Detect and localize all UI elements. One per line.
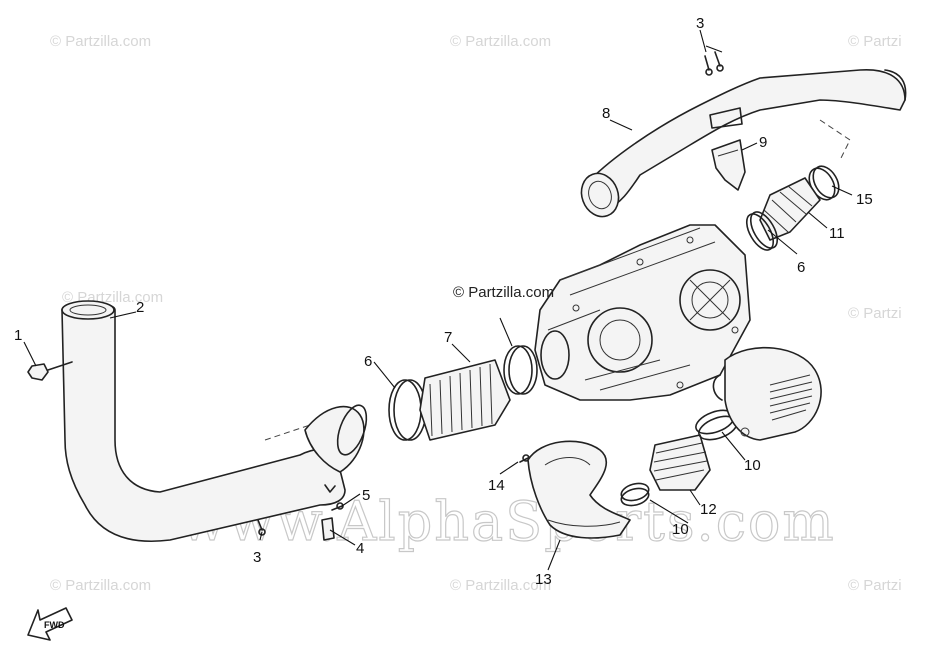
callout-8: 8 xyxy=(602,105,610,122)
middle-boot-assembly xyxy=(388,345,538,441)
callout-3: 3 xyxy=(696,15,704,32)
callouts: 1 2 3 3 4 5 6 6 7 8 9 10 10 11 12 13 14 … xyxy=(14,15,873,588)
upper-boot-assembly xyxy=(745,165,840,251)
callout-9: 9 xyxy=(759,134,767,151)
callout-7: 7 xyxy=(444,329,452,346)
callout-4: 4 xyxy=(356,540,364,557)
leader-lines xyxy=(23,29,853,571)
forward-arrow-icon xyxy=(27,607,73,641)
callout-14: 14 xyxy=(488,477,505,494)
fwd-label: FWD xyxy=(44,620,65,630)
callout-5: 5 xyxy=(362,487,370,504)
callout-6: 6 xyxy=(797,259,805,276)
fasteners xyxy=(27,51,724,541)
callout-13: 13 xyxy=(535,571,552,588)
partzilla-watermark: © Partzilla.com xyxy=(50,33,151,50)
callout-6: 6 xyxy=(364,353,372,370)
forward-direction-marker: FWD xyxy=(27,607,73,641)
nut-icon xyxy=(27,363,49,381)
fan-housing xyxy=(712,346,822,441)
lower-duct xyxy=(527,440,631,539)
callout-2: 2 xyxy=(136,299,144,316)
partzilla-watermark: © Partzi xyxy=(848,305,902,322)
callout-15: 15 xyxy=(856,191,873,208)
callout-10: 10 xyxy=(672,521,689,538)
callout-12: 12 xyxy=(700,501,717,518)
partzilla-watermark: © Partzi xyxy=(848,577,902,594)
partzilla-watermark: © Partzi xyxy=(848,33,902,50)
upper-intake-duct xyxy=(580,69,907,218)
partzilla-watermark: © Partzilla.com xyxy=(50,577,151,594)
duct-bracket xyxy=(711,139,746,191)
cvt-housing xyxy=(534,224,751,401)
lower-intake-tube xyxy=(61,300,368,543)
callout-3: 3 xyxy=(253,549,261,566)
callout-10: 10 xyxy=(744,457,761,474)
alignment-line xyxy=(819,119,851,161)
alignment-line xyxy=(264,424,311,441)
partzilla-watermark: © Partzilla.com xyxy=(450,577,551,594)
callout-11: 11 xyxy=(829,225,845,242)
partzilla-watermark: © Partzilla.com xyxy=(450,33,551,50)
callout-1: 1 xyxy=(14,327,22,344)
center-watermark: © Partzilla.com xyxy=(453,284,554,301)
